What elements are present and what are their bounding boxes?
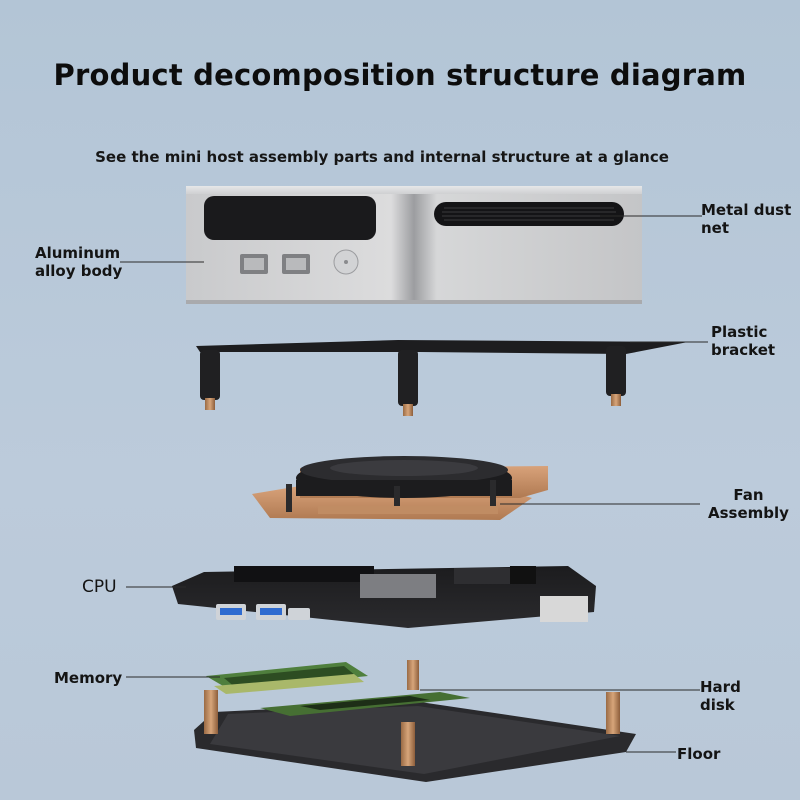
floor-part: [194, 660, 636, 782]
label-metal-dust-net: Metal dust net: [701, 201, 792, 237]
hard-disk-part: [260, 692, 470, 716]
label-hard-disk: Hard disk: [700, 678, 741, 714]
diagram-subtitle: See the mini host assembly parts and int…: [95, 148, 669, 166]
label-memory: Memory: [54, 669, 123, 687]
diagram-title: Product decomposition structure diagram: [53, 58, 747, 92]
label-fan-assembly: Fan Assembly: [708, 486, 789, 522]
memory-part: [206, 662, 368, 694]
label-cpu: CPU: [82, 577, 117, 597]
mainboard-part: [172, 566, 596, 628]
fan-assembly-part: [252, 456, 548, 520]
leader-lines: [120, 215, 708, 753]
label-aluminum-alloy-body: Aluminum alloy body: [35, 244, 123, 280]
plastic-bracket-part: [196, 340, 688, 416]
aluminum-body-part: [186, 186, 642, 304]
label-plastic-bracket: Plastic bracket: [711, 323, 776, 359]
label-floor: Floor: [677, 745, 721, 763]
